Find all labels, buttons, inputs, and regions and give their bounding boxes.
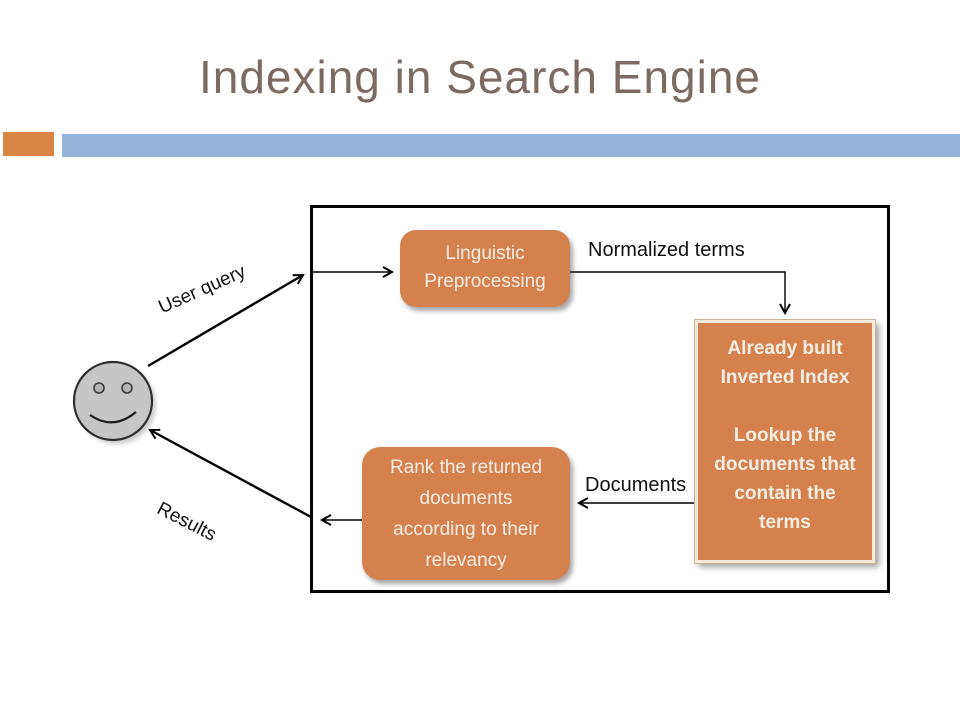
box-text-line: according to their <box>393 519 539 540</box>
box-text-line: relevancy <box>425 550 507 571</box>
results-arrow <box>148 428 312 519</box>
box-text-line: terms <box>759 512 811 533</box>
box-text-line: contain the <box>734 483 836 504</box>
box-text-line: documents that <box>714 454 856 475</box>
user-query-arrow <box>147 273 305 368</box>
accent-square <box>3 132 54 156</box>
box-text-line <box>698 392 872 421</box>
rank-documents-box: Rank the returned documents according to… <box>362 447 570 580</box>
smiley-mouth <box>89 411 137 424</box>
box-text-line: Already built <box>727 338 843 359</box>
smiley-face-icon <box>72 360 156 444</box>
normalized-terms-arrow <box>570 271 791 316</box>
box-text-line: Preprocessing <box>424 271 546 292</box>
documents-label: Documents <box>585 474 687 496</box>
linguistic-preprocessing-box: Linguistic Preprocessing <box>400 230 570 307</box>
normalized-terms-label: Normalized terms <box>588 239 745 261</box>
smiley-right-eye <box>121 382 133 394</box>
inverted-index-box: Already built Inverted Index Lookup the … <box>694 319 876 564</box>
accent-bar <box>62 134 960 157</box>
box-text-line: documents <box>419 488 513 509</box>
smiley-left-eye <box>93 382 105 394</box>
diagram-frame <box>310 205 890 593</box>
box-text-line: Rank the returned <box>389 457 543 478</box>
box-text-line: Inverted Index <box>720 367 850 388</box>
slide-title: Indexing in Search Engine <box>198 51 762 103</box>
box-text-line: Linguistic <box>445 243 525 264</box>
box-text-line: Lookup the <box>733 425 837 446</box>
